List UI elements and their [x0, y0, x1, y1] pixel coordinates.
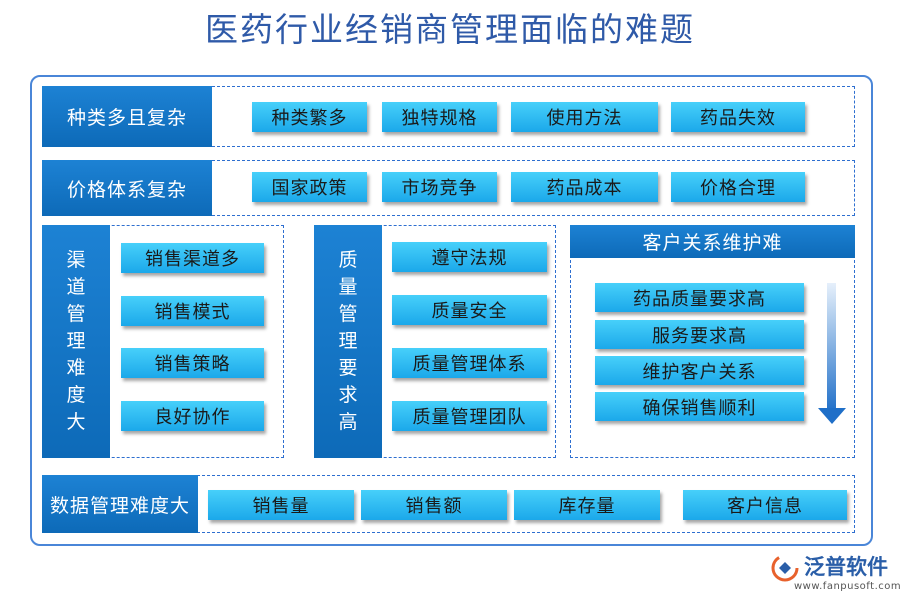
- customer-item: 确保销售顺利: [595, 392, 804, 421]
- customer-item: 维护客户关系: [595, 356, 804, 385]
- data-item: 销售量: [208, 490, 354, 520]
- data-label: 数据管理难度大: [42, 475, 198, 533]
- variety-label: 种类多且复杂: [42, 86, 212, 147]
- price-item: 药品成本: [511, 172, 658, 202]
- quality-item: 质量管理团队: [392, 401, 547, 431]
- down-arrow-shaft: [827, 283, 836, 413]
- quality-label-char: 要: [338, 357, 358, 379]
- data-item: 客户信息: [683, 490, 847, 520]
- quality-item: 质量管理体系: [392, 348, 547, 378]
- quality-item: 遵守法规: [392, 242, 547, 272]
- channel-item: 销售渠道多: [121, 243, 264, 273]
- quality-label-char: 管: [338, 303, 358, 325]
- quality-label: 质 量 管 理 要 求 高: [314, 225, 382, 458]
- variety-item: 药品失效: [671, 102, 805, 132]
- channel-label-char: 管: [66, 303, 86, 325]
- variety-item: 独特规格: [382, 102, 497, 132]
- data-item: 库存量: [514, 490, 660, 520]
- channel-label-char: 渠: [66, 249, 86, 271]
- channel-label-char: 难: [66, 357, 86, 379]
- channel-item: 良好协作: [121, 401, 264, 431]
- quality-label-char: 理: [338, 330, 358, 352]
- brand-logo: 泛普软件 www.fanpusoft.com: [770, 553, 900, 595]
- down-arrow-icon: [818, 408, 846, 424]
- fanpu-logo-icon: [771, 554, 799, 582]
- channel-item: 销售策略: [121, 348, 264, 378]
- channel-label: 渠 道 管 理 难 度 大: [42, 225, 110, 458]
- channel-label-char: 度: [66, 384, 86, 406]
- price-label: 价格体系复杂: [42, 160, 212, 216]
- channel-label-char: 道: [66, 276, 86, 298]
- price-item: 国家政策: [252, 172, 367, 202]
- data-item: 销售额: [361, 490, 507, 520]
- quality-label-char: 求: [338, 384, 358, 406]
- variety-item: 使用方法: [511, 102, 658, 132]
- channel-label-char: 理: [66, 330, 86, 352]
- customer-item: 药品质量要求高: [595, 283, 804, 312]
- quality-label-char: 质: [338, 249, 358, 271]
- quality-label-char: 量: [338, 276, 358, 298]
- channel-item: 销售模式: [121, 296, 264, 326]
- price-item: 价格合理: [671, 172, 805, 202]
- quality-item: 质量安全: [392, 295, 547, 325]
- page-title: 医药行业经销商管理面临的难题: [205, 10, 695, 49]
- logo-name: 泛普软件: [804, 555, 888, 579]
- logo-url: www.fanpusoft.com: [794, 581, 900, 592]
- price-item: 市场竞争: [382, 172, 497, 202]
- quality-label-char: 高: [338, 411, 358, 433]
- customer-item: 服务要求高: [595, 320, 804, 349]
- customer-label: 客户关系维护难: [570, 225, 855, 258]
- variety-item: 种类繁多: [252, 102, 367, 132]
- channel-label-char: 大: [66, 411, 86, 433]
